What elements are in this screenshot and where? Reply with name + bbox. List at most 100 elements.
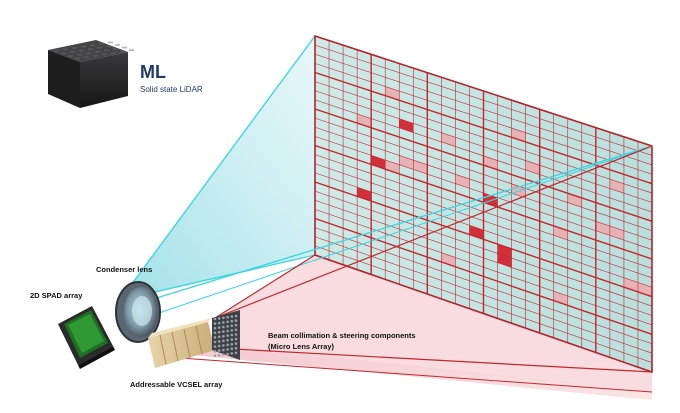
micro-lens — [230, 329, 234, 332]
grid-cell-faint — [567, 193, 582, 208]
grid-line-horizontal — [314, 199, 653, 316]
micro-lens — [230, 319, 234, 323]
grid-cell-active — [357, 187, 372, 202]
micro-lens — [226, 352, 229, 356]
micro-lens — [226, 315, 229, 319]
return-beam-upper — [149, 145, 653, 301]
micro-lens — [234, 328, 238, 332]
micro-lens — [213, 322, 217, 325]
heatsink-fin — [113, 48, 118, 50]
grid-cell-faint — [385, 86, 400, 101]
heatsink-fin — [102, 53, 107, 56]
grid-cell-active — [497, 253, 512, 268]
grid-line-horizontal — [314, 245, 653, 363]
grid-cell-faint — [399, 155, 414, 170]
heatsink-fin — [81, 45, 86, 48]
grid-cell-active — [399, 118, 414, 133]
micro-lens — [226, 320, 229, 324]
heatsink-fin — [77, 53, 82, 56]
micro-lens — [222, 344, 225, 347]
grid-cell-faint — [385, 159, 400, 174]
grid-line-horizontal — [314, 217, 653, 335]
illum-line-1 — [214, 145, 653, 319]
micro-lens — [217, 326, 221, 329]
micro-lens — [217, 317, 221, 320]
label-beam-collimation: Beam collimation & steering components — [268, 331, 416, 340]
micro-lens — [217, 330, 221, 334]
heatsink-fin — [75, 57, 80, 60]
micro-lens — [234, 337, 238, 341]
heatsink-fin — [88, 48, 93, 50]
heatsink-fin — [104, 49, 109, 52]
heatsink-fin — [115, 44, 120, 46]
heatsink-fin — [68, 55, 73, 57]
micro-lens — [234, 314, 238, 318]
micro-lens — [226, 334, 229, 337]
grid-cell-faint — [609, 226, 624, 241]
grid-line-horizontal — [314, 53, 653, 166]
grid-line-horizontal — [314, 44, 653, 156]
wall-grid — [314, 40, 653, 368]
label-condenser-lens: Condenser lens — [96, 265, 152, 274]
grid-line-horizontal — [314, 63, 653, 175]
grid-cell-faint — [441, 252, 456, 267]
micro-lens — [217, 344, 221, 348]
micro-lens — [213, 345, 217, 348]
micro-lens — [230, 324, 234, 328]
label-vcsel-array: Addressable VCSEL array — [130, 380, 223, 389]
micro-lens — [222, 339, 225, 343]
heatsink-fin — [93, 55, 98, 57]
grid-cell-faint — [553, 291, 568, 306]
heatsink-fin — [61, 52, 66, 55]
grid-cell-active — [497, 244, 512, 259]
micro-lens — [222, 321, 225, 324]
grid-line-horizontal — [314, 136, 653, 250]
micro-lens-array — [212, 310, 240, 360]
micro-lens — [230, 333, 234, 337]
heatsink-fin — [84, 56, 89, 58]
grid-line-horizontal — [314, 99, 653, 213]
micro-lens — [217, 353, 221, 357]
micro-lens — [234, 351, 238, 355]
micro-lens — [230, 352, 234, 355]
heatsink-fin — [129, 49, 134, 51]
micro-lens — [222, 325, 225, 329]
grid-line-horizontal — [314, 172, 653, 288]
grid-cell-faint — [455, 174, 470, 189]
heatsink-fin — [122, 46, 127, 49]
micro-lens — [234, 342, 238, 345]
return-beam-lower — [149, 145, 653, 317]
grid-cell-faint — [483, 155, 498, 170]
grid-line-horizontal — [314, 144, 653, 260]
micro-lens — [222, 348, 225, 352]
product-subtitle: Solid state LiDAR — [140, 85, 203, 94]
micro-lens — [222, 353, 225, 356]
heatsink-fin — [95, 51, 100, 53]
grid-cell-faint — [637, 282, 652, 297]
lidar-unit — [48, 40, 134, 108]
heatsink-fin — [106, 45, 111, 48]
grid-line-horizontal — [314, 209, 653, 326]
heatsink-fin — [90, 44, 95, 46]
micro-lens — [230, 347, 234, 351]
micro-lens — [234, 323, 238, 327]
micro-lens — [234, 333, 238, 336]
micro-lens — [234, 319, 238, 322]
grid-line-horizontal — [314, 163, 653, 279]
micro-lens — [213, 331, 217, 335]
micro-lens — [226, 329, 229, 333]
heatsink-fin — [108, 41, 113, 44]
heatsink-fin — [70, 51, 75, 53]
micro-lens — [213, 336, 217, 339]
grid-cell-faint — [595, 221, 610, 236]
micro-lens — [213, 317, 217, 321]
spad-array — [58, 306, 115, 369]
grid-line-horizontal — [314, 126, 653, 241]
grid-line-horizontal — [314, 154, 653, 269]
micro-lens — [230, 342, 234, 346]
product-name: ML — [140, 62, 166, 82]
micro-lens — [226, 348, 229, 351]
grid-line-horizontal — [314, 108, 653, 222]
micro-lens — [226, 343, 229, 347]
